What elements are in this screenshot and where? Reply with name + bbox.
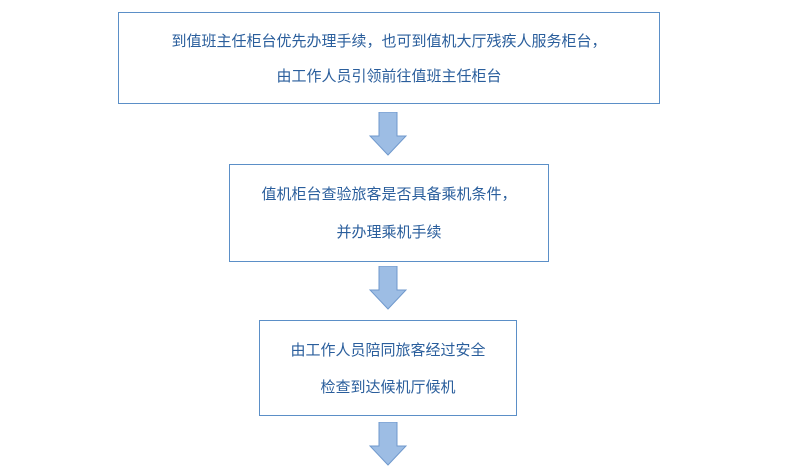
down-arrow-icon (369, 266, 407, 310)
flow-step-2-line-2: 并办理乘机手续 (336, 223, 442, 241)
flow-step-1-box: 到值班主任柜台优先办理手续，也可到值机大厅残疾人服务柜台， 由工作人员引领前往值… (118, 12, 660, 104)
flow-step-3-line-1: 由工作人员陪同旅客经过安全 (290, 340, 486, 359)
flow-step-1-line-2: 由工作人员引领前往值班主任柜台 (276, 66, 502, 85)
flow-step-3-line-2: 检查到达候机厅候机 (320, 377, 456, 396)
down-arrow-icon (369, 112, 407, 156)
flow-step-2-box: 值机柜台查验旅客是否具备乘机条件， 并办理乘机手续 (229, 164, 549, 262)
down-arrow-icon (369, 422, 407, 466)
flow-step-1-line-1: 到值班主任柜台优先办理手续，也可到值机大厅残疾人服务柜台， (171, 31, 607, 50)
flow-step-2-line-1: 值机柜台查验旅客是否具备乘机条件， (261, 185, 517, 203)
flow-step-3-box: 由工作人员陪同旅客经过安全 检查到达候机厅候机 (259, 320, 517, 416)
